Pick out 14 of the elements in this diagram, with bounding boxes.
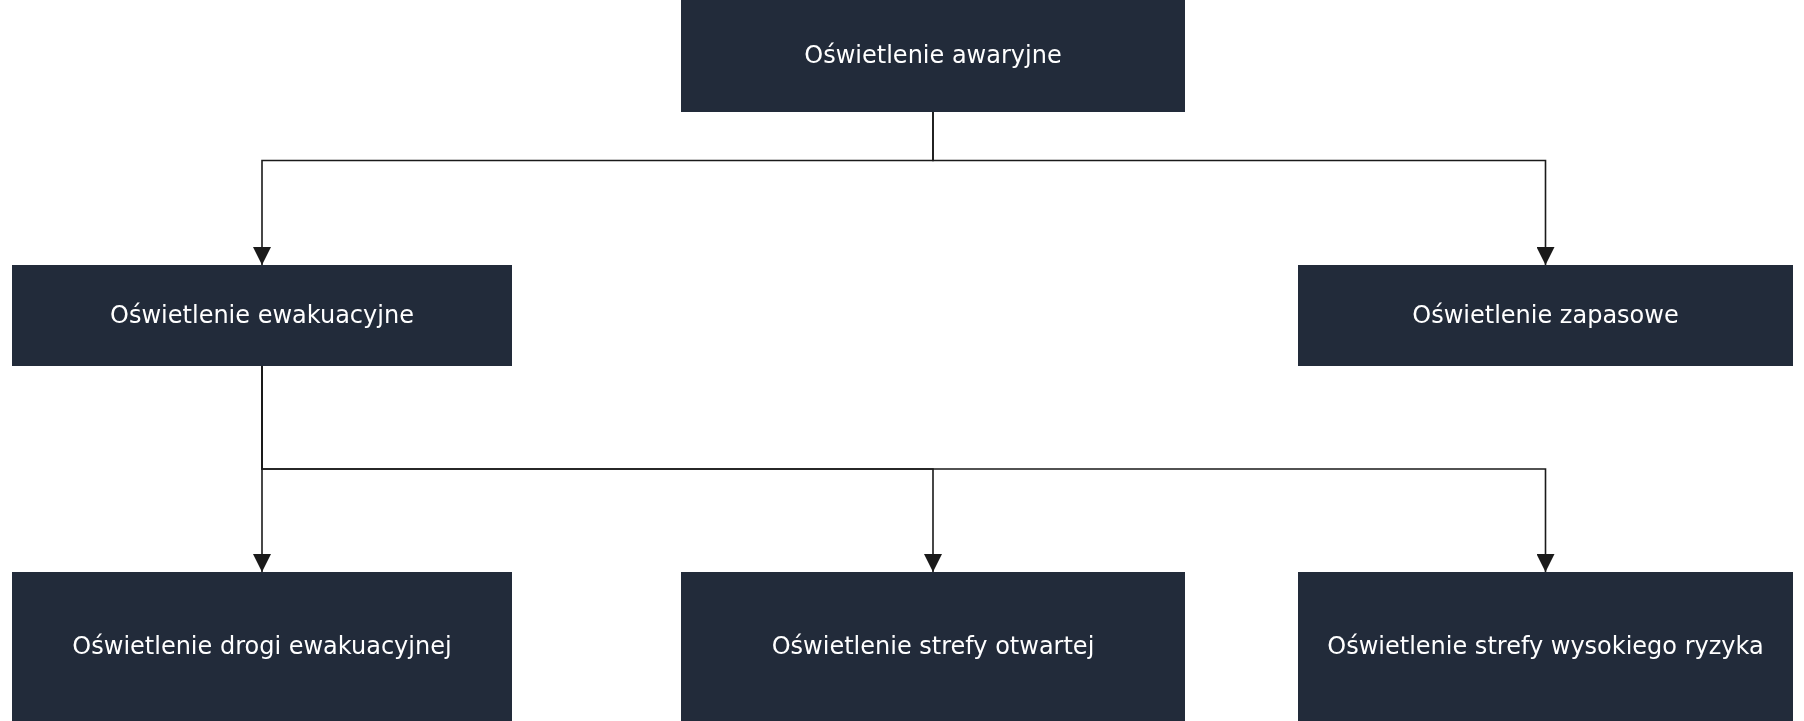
process-box [12, 572, 512, 721]
box-label: Oświetlenie drogi ewakuacyjnej [72, 630, 452, 662]
box-label: Oświetlenie zapasowe [1412, 299, 1679, 331]
connector-arrow [932, 111, 1555, 266]
box-label: Oświetlenie strefy otwartej [771, 630, 1095, 662]
process-box [681, 572, 1185, 721]
box-label: Oświetlenie awaryjne [804, 40, 1062, 72]
box-label: Oświetlenie ewakuacyjne [110, 299, 414, 331]
process-box [1298, 265, 1793, 366]
process-box [1298, 572, 1793, 721]
process-box [681, 0, 1185, 112]
process-box [12, 265, 512, 366]
connector-arrow [261, 365, 1555, 573]
box-label: Oświetlenie strefy wysokiego ryzyka [1327, 630, 1764, 662]
